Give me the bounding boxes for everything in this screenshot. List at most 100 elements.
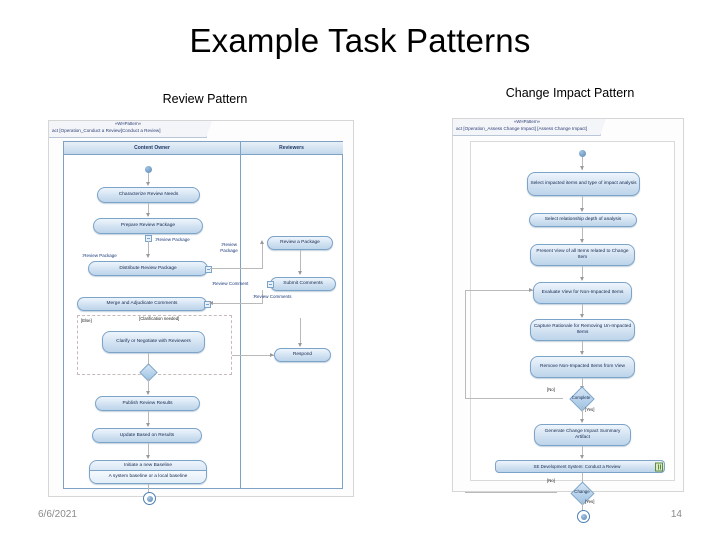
activity-label: Generate Change Impact Summary Artifact [537, 429, 628, 441]
activity-present-view[interactable]: Present View of all Items related to Cha… [530, 244, 635, 266]
swimlane-pool: Content Owner Reviewers Characterize Rev… [63, 141, 343, 505]
activity-review-a-package[interactable]: Review a Package [267, 236, 333, 250]
arrow-review-submit [298, 271, 302, 275]
caption-change-impact-pattern: Change Impact Pattern [505, 86, 635, 100]
arrow-update-initiate [146, 455, 150, 459]
activity-label: Select relationship depth of analysis [544, 217, 622, 222]
activity-prepare-review-package[interactable]: Prepare Review Package [93, 218, 203, 234]
activity-label: Initiate a new Baseline [124, 463, 172, 468]
flow-initial-select [582, 157, 583, 170]
arrow-select-depth [580, 208, 584, 212]
arrow-complete-generate [580, 419, 584, 423]
output-pin-submit [267, 281, 274, 288]
activity-respond[interactable]: Respond [274, 348, 331, 362]
review-pattern-diagram: «WHPattern» act [Operation_Conduct a Rev… [48, 120, 354, 505]
arrow-prepare-distribute [146, 254, 150, 258]
flow-submit-merge-v [262, 290, 263, 304]
flow-complete-loop-h [465, 398, 563, 399]
object-label-review-package-out: :Review Package [155, 237, 190, 242]
arrow-publish-update [146, 423, 150, 427]
object-label-text: :Review Comments [252, 294, 292, 299]
activity-text: Remove Non-Impacted Items from View [540, 364, 625, 369]
activity-merge-adjudicate-comments[interactable]: Merge and Adjudicate Comments [77, 297, 207, 311]
right-frame-stereotype: «WHPattern» [513, 119, 541, 124]
activity-label: Select impacted items and type of impact… [530, 181, 636, 187]
activity-label: Remove Non-Impacted Items from View [540, 364, 625, 370]
arrow-complete-loop [529, 288, 533, 292]
final-node-right [577, 510, 590, 523]
flow-present-evaluate [582, 266, 583, 280]
initial-node-right [579, 150, 586, 157]
activity-label: Present View of all Items related to Cha… [533, 249, 632, 261]
object-label-review-package-right: :Review Package [212, 242, 246, 254]
flow-complete-loop-in [465, 290, 533, 291]
flow-submit-respond [300, 318, 301, 346]
activity-select-relationship-depth[interactable]: Select relationship depth of analysis [529, 213, 637, 227]
flow-distribute-review-up [262, 242, 263, 269]
activity-text: Present View of all Items related to Cha… [536, 249, 629, 260]
activity-text: Generate Change Impact Summary Artifact [544, 429, 621, 440]
footer-date: 6/6/2021 [38, 509, 77, 520]
activity-label: Clarify or Negotiate with Reviewers [116, 339, 191, 345]
object-label-text: :Review Comment [211, 281, 249, 286]
decision-change-label: Change [574, 489, 590, 494]
activity-publish-review-results[interactable]: Publish Review Results [95, 396, 200, 411]
activity-clarify-negotiate-reviewers[interactable]: Clarify or Negotiate with Reviewers [102, 331, 205, 353]
footer-page-number: 14 [670, 509, 682, 520]
initial-node-left [145, 166, 152, 173]
guard-else: [Else] [81, 318, 92, 323]
right-frame-header: act [Operation_Assess Change Impact] [As… [456, 126, 587, 131]
activity-text: Capture Rationale for Removing Un-Impact… [533, 324, 632, 335]
object-label-review-comments-right: :Review Comments [252, 294, 292, 300]
flow-publish-update [148, 411, 149, 426]
page-title: Example Task Patterns [189, 22, 531, 59]
activity-evaluate-view[interactable]: Evaluate View for Non-Impacted Items [533, 282, 632, 304]
arrow-characterize-prepare [146, 213, 150, 217]
flow-diamond-publish [148, 378, 149, 394]
flow-depth-present [582, 227, 583, 242]
flow-select-depth [582, 196, 583, 211]
activity-characterize-review-needs[interactable]: Characterize Review Needs [97, 187, 200, 203]
activity-update-based-on-results[interactable]: Update Based on Results [92, 428, 202, 443]
object-label-review-package-in: :Review Package [82, 253, 117, 258]
caption-review-pattern: Review Pattern [162, 92, 248, 106]
output-pin-distribute [205, 266, 212, 273]
arrow-diamond-publish [146, 391, 150, 395]
arrow-present-evaluate [580, 277, 584, 281]
activity-remove-non-impacted[interactable]: Remove Non-Impacted Items from View [530, 356, 635, 378]
flow-complete-loop-v [465, 290, 466, 399]
activity-initiate-new-baseline[interactable]: Initiate a new Baseline A system baselin… [89, 460, 207, 484]
flow-initial-characterize [148, 173, 149, 184]
lane-label-reviewers: Reviewers [279, 145, 304, 151]
lane-separator [240, 142, 241, 488]
lane-label-content-owner: Content Owner [134, 145, 170, 151]
flow-characterize-prepare [148, 203, 149, 216]
arrow-initial-select [580, 166, 584, 170]
call-behavior-conduct-a-review[interactable]: SE Development System: Conduct a Review [495, 460, 665, 473]
callbox-label: SE Development System: Conduct a Review [533, 463, 621, 469]
lane-header-reviewers: Reviewers [240, 142, 343, 155]
activity-note: A system baseline or a local baseline [90, 470, 206, 483]
arrow-submit-respond [298, 343, 302, 347]
arrow-evaluate-capture [580, 314, 584, 318]
activity-label: Characterize Review Needs [118, 192, 179, 197]
flow-submit-merge [210, 303, 262, 304]
activity-distribute-review-package[interactable]: Distribute Review Package [88, 261, 208, 276]
guard-change-yes: [Yes] [585, 499, 595, 504]
activity-generate-change-impact-summary[interactable]: Generate Change Impact Summary Artifact [534, 424, 631, 446]
activity-label: Prepare Review Package [120, 223, 176, 228]
flow-change-final [582, 500, 583, 511]
activity-capture-rationale[interactable]: Capture Rationale for Removing Un-Impact… [530, 319, 635, 341]
flow-distribute-review [210, 268, 262, 269]
activity-select-impacted-items[interactable]: Select impacted items and type of impact… [527, 172, 640, 196]
final-node-left [143, 492, 156, 505]
flow-clarify-respond [232, 355, 274, 356]
flow-review-change [582, 473, 583, 487]
frame-tab-right [453, 119, 606, 136]
activity-label: Distribute Review Package [119, 265, 177, 271]
guard-change-no: [No] [547, 478, 555, 483]
lane-header-content-owner: Content Owner [64, 142, 240, 155]
guard-text: [Clarification needed] [139, 316, 180, 321]
activity-submit-comments[interactable]: Submit Comments [270, 277, 336, 291]
